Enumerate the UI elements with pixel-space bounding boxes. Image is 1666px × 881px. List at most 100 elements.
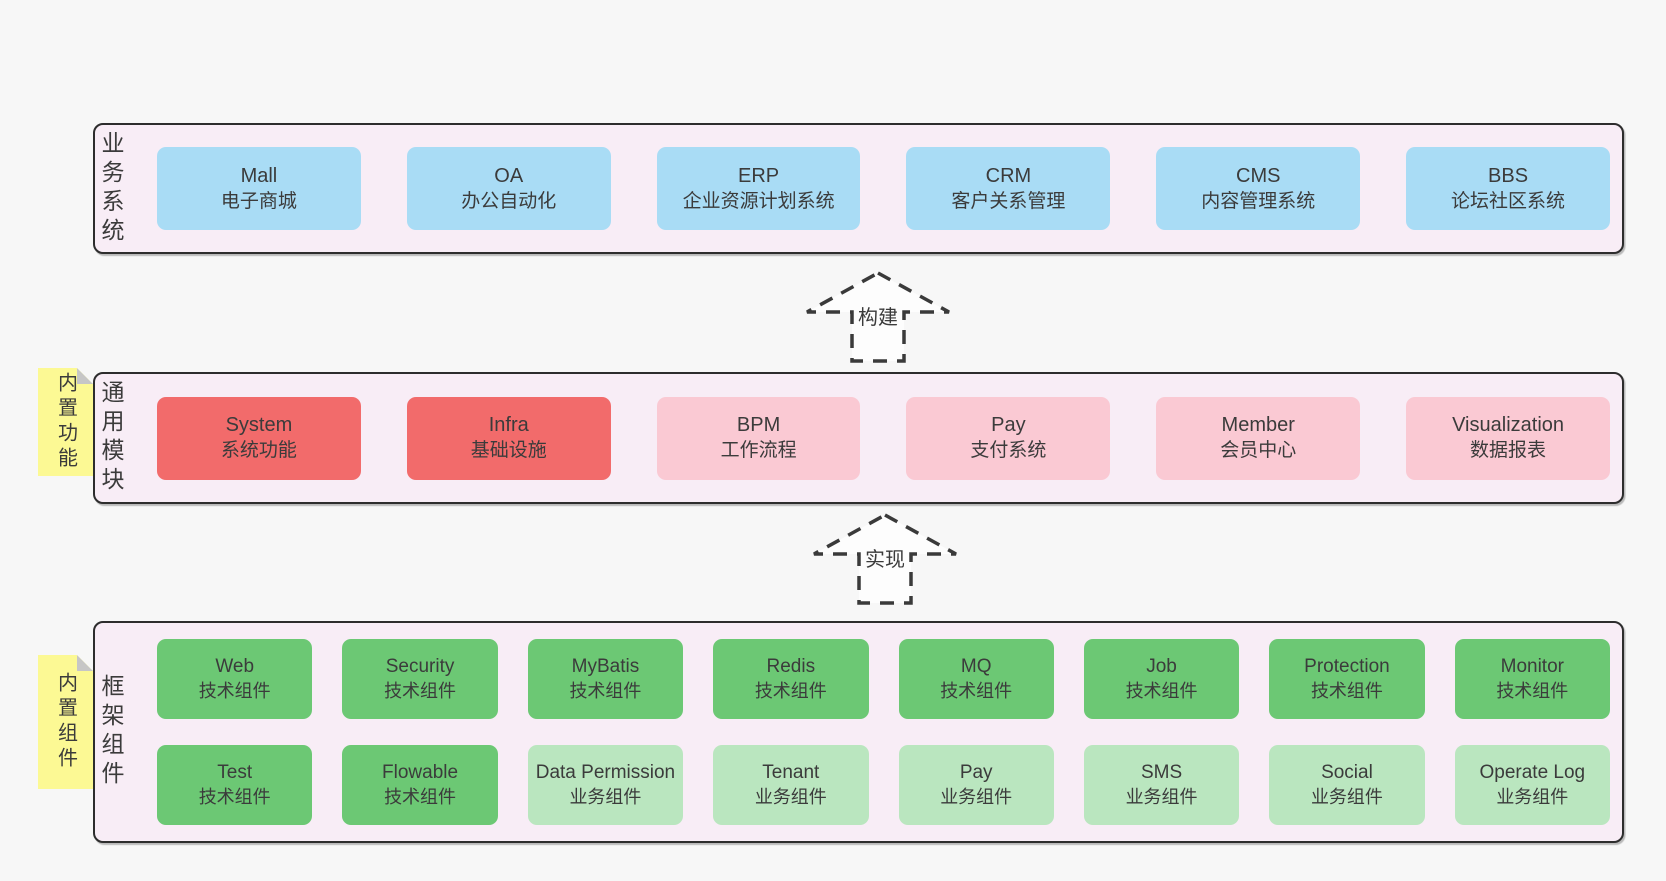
box-title: Data Permission <box>535 762 676 783</box>
sticky-note-text: 内置功能 <box>54 372 77 472</box>
band-framework-components: 框架组件 Web 技术组件 Security 技术组件 MyBatis 技术组件 Redis 技… <box>93 621 1624 843</box>
box-subtitle: 业务组件 <box>1125 787 1198 807</box>
box-subtitle: 系统功能 <box>220 440 297 461</box>
box-member: Member 会员中心 <box>1156 396 1361 480</box>
box-title: BBS <box>1488 164 1529 187</box>
band-label-framework-components: 框架组件 <box>98 674 124 790</box>
sticky-note-built-in-features: 内置功能 <box>38 368 93 476</box>
box-subtitle: 支付系统 <box>970 440 1047 461</box>
box-title: Tenant <box>762 762 820 783</box>
dashed-up-arrow-implement: 实现 <box>810 512 960 607</box>
box-subtitle: 技术组件 <box>569 681 642 701</box>
box-subtitle: 办公自动化 <box>461 190 557 212</box>
box-test: Test 技术组件 <box>157 745 313 825</box>
box-subtitle: 业务组件 <box>569 787 642 807</box>
box-title: Security <box>385 656 455 677</box>
box-redis: Redis 技术组件 <box>713 639 869 719</box>
box-mall: Mall 电子商城 <box>157 147 361 230</box>
box-subtitle: 技术组件 <box>754 681 827 701</box>
box-social: Social 业务组件 <box>1269 745 1425 825</box>
box-title: Job <box>1146 656 1177 677</box>
band-label-common-modules: 通用模块 <box>98 380 124 496</box>
box-tenant: Tenant 业务组件 <box>713 745 869 825</box>
box-sms: SMS 业务组件 <box>1083 745 1240 825</box>
box-subtitle: 业务组件 <box>1496 787 1569 807</box>
box-cms: CMS 内容管理系统 <box>1156 147 1361 230</box>
box-title: Redis <box>766 656 816 677</box>
box-infra: Infra 基础设施 <box>406 396 611 480</box>
box-subtitle: 技术组件 <box>384 681 457 701</box>
box-bpm: BPM 工作流程 <box>656 396 861 480</box>
sticky-fold-corner <box>77 368 93 384</box>
box-title: Member <box>1221 414 1295 436</box>
dashed-up-arrow-build: 构建 <box>803 270 953 365</box>
box-subtitle: 业务组件 <box>754 787 827 807</box>
box-title: Pay <box>959 762 993 783</box>
sticky-fold-corner <box>77 655 93 671</box>
box-title: Mall <box>240 164 278 187</box>
box-flowable: Flowable 技术组件 <box>342 745 498 825</box>
box-title: Visualization <box>1452 414 1565 436</box>
box-title: BPM <box>736 414 781 436</box>
box-operate-log: Operate Log 业务组件 <box>1454 745 1610 825</box>
box-subtitle: 技术组件 <box>384 787 457 807</box>
box-web: Web 技术组件 <box>157 639 313 719</box>
box-title: Infra <box>488 414 529 436</box>
box-mq: MQ 技术组件 <box>898 639 1054 719</box>
box-job: Job 技术组件 <box>1083 639 1240 719</box>
box-title: Flowable <box>382 762 459 783</box>
box-title: MQ <box>960 656 992 677</box>
band-label-business-systems: 业务系统 <box>98 130 124 247</box>
box-title: MyBatis <box>571 656 640 677</box>
box-title: CMS <box>1236 164 1281 187</box>
box-subtitle: 论坛社区系统 <box>1451 190 1566 212</box>
box-subtitle: 业务组件 <box>1310 787 1383 807</box>
box-title: Monitor <box>1500 656 1564 677</box>
box-pay: Pay 业务组件 <box>898 745 1054 825</box>
box-protection: Protection 技术组件 <box>1269 639 1425 719</box>
box-subtitle: 基础设施 <box>470 440 547 461</box>
box-subtitle: 工作流程 <box>720 440 797 461</box>
box-bbs: BBS 论坛社区系统 <box>1406 147 1610 230</box>
box-subtitle: 会员中心 <box>1220 440 1297 461</box>
box-title: System <box>225 414 293 436</box>
box-subtitle: 技术组件 <box>940 681 1013 701</box>
sticky-note-text: 内置组件 <box>54 672 77 772</box>
box-title: Social <box>1321 762 1373 783</box>
box-subtitle: 企业资源计划系统 <box>682 190 835 212</box>
box-subtitle: 技术组件 <box>1496 681 1569 701</box>
box-subtitle: 电子商城 <box>220 190 297 212</box>
box-subtitle: 内容管理系统 <box>1201 190 1316 212</box>
box-crm: CRM 客户关系管理 <box>906 147 1111 230</box>
box-title: Test <box>217 762 253 783</box>
box-security: Security 技术组件 <box>342 639 498 719</box>
box-title: Operate Log <box>1479 762 1586 783</box>
box-title: Web <box>215 656 255 677</box>
box-title: SMS <box>1140 762 1183 783</box>
box-subtitle: 客户关系管理 <box>951 190 1066 212</box>
box-subtitle: 业务组件 <box>940 787 1013 807</box>
arrow-label: 构建 <box>856 300 900 330</box>
box-data-permission: Data Permission 业务组件 <box>527 745 684 825</box>
box-subtitle: 技术组件 <box>198 787 271 807</box>
box-subtitle: 技术组件 <box>1310 681 1383 701</box>
box-mybatis: MyBatis 技术组件 <box>527 639 684 719</box>
arrow-label: 实现 <box>863 542 907 572</box>
box-title: CRM <box>985 164 1032 187</box>
box-subtitle: 技术组件 <box>198 681 271 701</box>
box-subtitle: 技术组件 <box>1125 681 1198 701</box>
box-monitor: Monitor 技术组件 <box>1454 639 1610 719</box>
box-title: Protection <box>1304 656 1390 677</box>
